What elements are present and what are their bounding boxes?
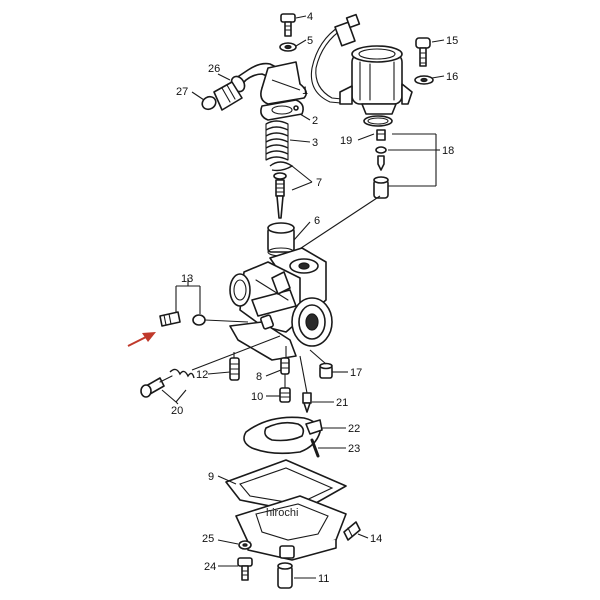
part-guide-lines [233,346,327,394]
part-24-screw [237,557,253,581]
choke-guide-line [291,195,381,255]
callout-21: 21 [336,397,348,409]
part-23-pin [310,438,320,458]
callout-18: 18 [442,145,454,157]
callout-19: 19 [340,135,352,147]
callout-12: 12 [196,369,208,381]
callout-15: 15 [446,35,458,47]
part-10-jet [279,387,291,403]
part-8-jet [280,357,290,375]
callout-20: 20 [171,405,183,417]
part-9-gasket [225,459,347,513]
part-21-needle [302,392,312,413]
watermark-text: hirochi [266,507,298,519]
callout-16: 16 [446,71,458,83]
part-2-gasket [260,99,304,121]
callout-labels: 4 5 26 27 2 3 7 6 15 16 19 18 13 12 8 10… [171,11,458,585]
callout-4: 4 [307,11,313,23]
callout-10: 10 [251,391,263,403]
callout-1: 1 [302,85,308,97]
part-22-float [243,416,323,455]
part-17-plug [319,362,333,379]
part-19-o-ring [363,115,393,127]
callout-23: 23 [348,443,360,455]
float-bowl [235,495,347,561]
part-18-needle-valve [373,129,389,199]
callout-13: 13 [181,273,193,285]
callout-26: 26 [208,63,220,75]
callout-25: 25 [202,533,214,545]
part-5-washer [279,42,297,52]
callout-9: 9 [208,471,214,483]
callout-2: 2 [312,115,318,127]
callout-11: 11 [318,573,329,585]
part-15-screw [415,37,431,67]
pointer-arrow [127,332,156,347]
callout-leaders [191,15,445,579]
callout-22: 22 [348,423,360,435]
part-4-screw [280,13,296,37]
callout-8: 8 [256,371,262,383]
part-12-jet [229,357,240,381]
callout-27: 27 [176,86,188,98]
part-11-tube [277,562,293,589]
callout-3: 3 [312,137,318,149]
part-25-washer [238,540,252,550]
auto-choke-unit [310,13,413,115]
top-cap [260,61,308,105]
callout-14: 14 [370,533,382,545]
carburetor-body [229,247,333,361]
part-20-pilot-screw [140,335,281,405]
callout-17: 17 [350,367,362,379]
part-3-spring [265,120,289,161]
part-13-jets [159,278,249,327]
callout-1-group: 1 [271,79,308,97]
callout-6: 6 [314,215,320,227]
part-7-needle-clip [269,161,294,219]
part-14-drain-screw [343,521,361,541]
part-16-washer [414,75,434,85]
callout-24: 24 [204,561,216,573]
part-27-fitting [201,81,243,111]
callout-7: 7 [316,177,322,189]
callout-5: 5 [307,35,313,47]
